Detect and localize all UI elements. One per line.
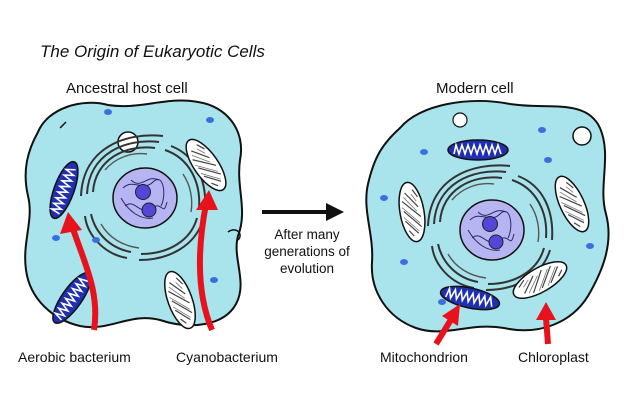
modern-cell [365, 100, 610, 346]
vacuole-modern [572, 126, 592, 146]
nucleus-modern [459, 199, 525, 261]
evolution-arrow [262, 203, 344, 221]
mitochondrion-top [447, 139, 509, 161]
membrane-flagellum [227, 229, 241, 241]
diagram-title: The Origin of Eukaryotic Cells [40, 42, 265, 61]
ancestral-cell-label: Ancestral host cell [66, 80, 188, 97]
cyanobacterium-label: Cyanobacterium [176, 349, 278, 365]
aerobic-arrowhead [60, 212, 82, 234]
cyano-entry-arrow [196, 203, 215, 332]
ancestral-cell [24, 99, 244, 334]
chloroplast-pointer [543, 317, 551, 345]
cyano-arrowhead [196, 190, 218, 210]
modern-cell-label: Modern cell [436, 80, 514, 97]
mitochondrion-pointer [433, 316, 455, 346]
vacuole-small [452, 112, 468, 128]
nucleus [112, 167, 178, 229]
aerobic-bacterium-label: Aerobic bacterium [18, 349, 131, 365]
chloroplast-label: Chloroplast [518, 349, 589, 365]
chloroplast-pointer-head [536, 302, 556, 320]
mitochondrion-pointer-head [442, 304, 460, 326]
transition-text: After many generations of evolution [264, 227, 350, 276]
aerobic-entry-arrow [69, 225, 99, 331]
membrane-notch [59, 121, 67, 129]
mitochondrion-label: Mitochondrion [380, 349, 468, 365]
